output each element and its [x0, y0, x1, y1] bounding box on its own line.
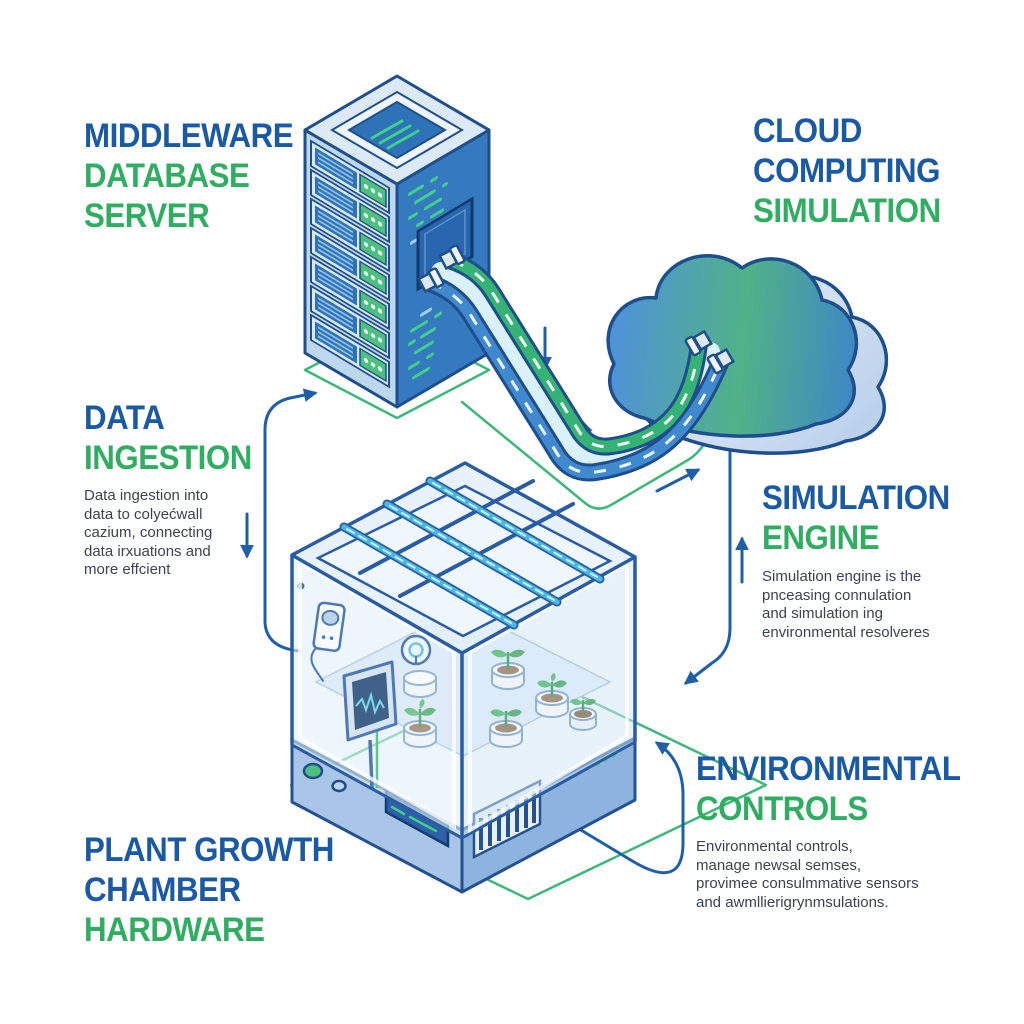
growth-chamber-illustration	[290, 461, 637, 894]
heading-line: DATA	[84, 399, 165, 437]
label-cloud-computing-simulation: CLOUD COMPUTING SIMULATION	[753, 111, 941, 231]
data-ingestion-description: Data ingestion into data to colyećwall c…	[84, 487, 213, 578]
heading-line: DATABASE	[84, 157, 250, 195]
plant-pots	[403, 649, 597, 748]
monitor-display	[342, 660, 398, 789]
simulation-engine-description: Simulation engine is the pnceasing connu…	[762, 568, 930, 641]
cloud-to-chamber-line	[683, 424, 732, 685]
label-data-ingestion: DATA INGESTION	[84, 398, 252, 478]
label-middleware-database-server: MIDDLEWARE DATABASE SERVER	[84, 116, 294, 236]
heading-line: INGESTION	[84, 439, 252, 477]
controls-to-chamber-line	[549, 741, 685, 875]
base-knob-small	[331, 779, 347, 793]
flow-arrow-to-cloud	[655, 468, 701, 493]
cloud-illustration	[606, 254, 888, 455]
heading-line: SIMULATION	[753, 192, 941, 230]
heading-line: CONTROLS	[696, 790, 868, 828]
sensor-disc-gauge	[400, 634, 432, 666]
heading-line: COMPUTING	[753, 152, 941, 190]
data-tube-bundle	[421, 252, 730, 482]
heading-line: ENGINE	[762, 519, 880, 557]
server-rack-illustration	[303, 74, 491, 409]
heading-line: CLOUD	[753, 112, 862, 150]
heading-line: CHAMBER	[84, 871, 241, 909]
led-light-bars	[339, 476, 605, 630]
heading-line: PLANT GROWTH	[84, 831, 334, 869]
heading-line: MIDDLEWARE	[84, 117, 294, 155]
heading-line: HARDWARE	[84, 911, 265, 949]
label-environmental-controls: ENVIRONMENTAL CONTROLS	[696, 749, 961, 829]
heading-line: SIMULATION	[762, 479, 950, 517]
server-units	[310, 139, 390, 389]
environmental-controls-description: Environmental controls, manage newsal se…	[696, 838, 919, 911]
heading-line: SERVER	[84, 197, 210, 235]
label-plant-growth-chamber-hardware: PLANT GROWTH CHAMBER HARDWARE	[84, 830, 334, 950]
tube-connector-fittings	[417, 244, 736, 375]
heading-line: ENVIRONMENTAL	[696, 750, 961, 788]
base-knob	[302, 762, 324, 780]
chamber-to-server-line	[263, 388, 318, 653]
label-simulation-engine: SIMULATION ENGINE	[762, 478, 950, 558]
thermostat-device	[310, 601, 346, 683]
connector-lines	[240, 326, 749, 875]
